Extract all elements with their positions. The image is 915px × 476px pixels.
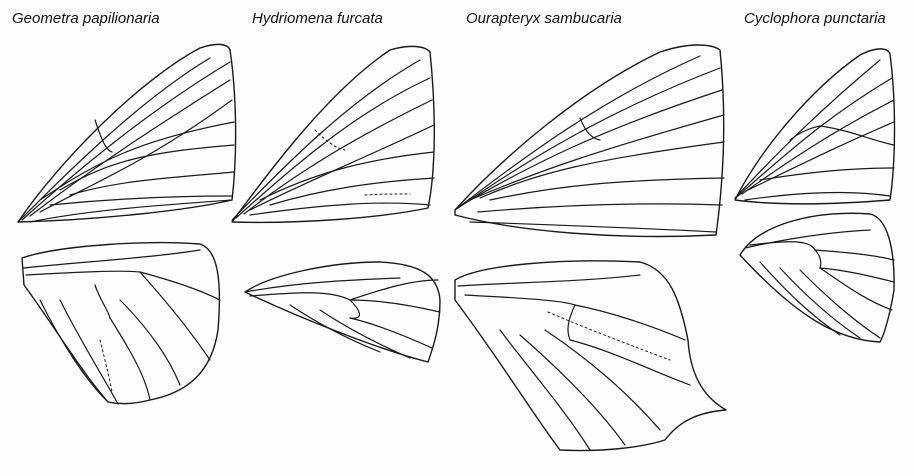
geometra-hindwing: [21, 241, 221, 405]
species-label-cyclophora-punctaria: Cyclophora punctaria: [744, 10, 886, 27]
hydriomena-hindwing: [244, 261, 441, 363]
cyclophora-forewing: [734, 48, 896, 205]
species-label-hydriomena-furcata: Hydriomena furcata: [252, 10, 383, 27]
geometra-forewing: [17, 43, 237, 223]
hydriomena-forewing: [231, 45, 435, 224]
ourapteryx-hindwing: [454, 260, 727, 452]
ourapteryx-forewing: [454, 44, 725, 238]
species-label-ourapteryx-sambucaria: Ourapteryx sambucaria: [466, 10, 622, 27]
species-label-geometra-papilionaria: Geometra papilionaria: [12, 10, 160, 27]
cyclophora-hindwing: [739, 212, 895, 343]
